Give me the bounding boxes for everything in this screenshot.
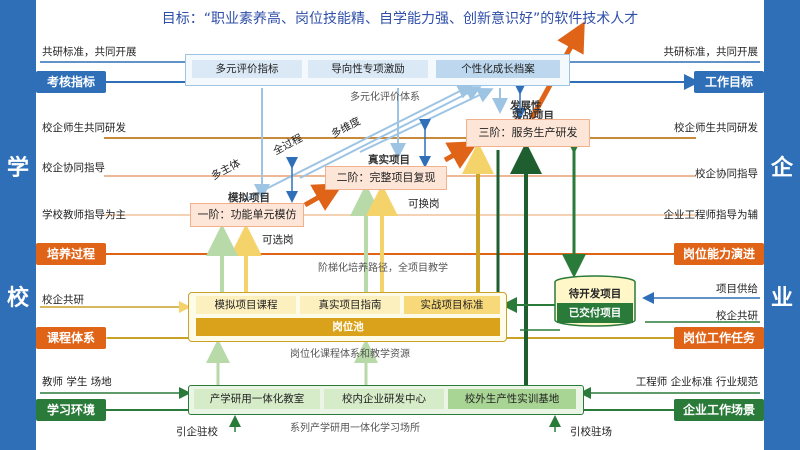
right-co-guide: 校企协同指导: [695, 168, 758, 180]
left-co-develop: 校企师生共同研发: [42, 122, 126, 134]
tag-training: 培养过程: [36, 243, 106, 265]
eval-caption: 多元化评价体系: [350, 92, 420, 103]
tag-work-goal: 工作目标: [694, 71, 764, 93]
stage1-box: 一阶：功能单元模仿: [190, 203, 304, 227]
learning-rd-center: 校内企业研发中心: [324, 389, 444, 409]
learning-classroom: 产学研用一体化教室: [194, 389, 320, 409]
tag-learning-env: 学习环境: [36, 399, 106, 421]
stage1-note: 可选岗: [262, 234, 294, 246]
training-caption: 阶梯化培养路径，全项目教学: [318, 263, 448, 274]
enterprise-char-2: 业: [770, 286, 793, 311]
eval-item-indicators: 多元评价指标: [192, 60, 302, 78]
goal-title: 目标：“职业素养高、岗位技能精、自学能力强、创新意识好”的软件技术人才: [161, 11, 639, 27]
eval-item-incentives: 导向性专项激励: [308, 60, 428, 78]
project-pending: 待开发项目: [568, 288, 622, 300]
right-bring-out: 引校驻场: [570, 426, 612, 438]
stage3-box: 三阶：服务生产研发: [466, 119, 590, 147]
right-project-supply: 项目供给: [716, 283, 758, 295]
position-pool: 岗位池: [196, 318, 500, 336]
stage1-tag: 模拟项目: [228, 192, 270, 204]
school-char-2: 校: [6, 286, 29, 311]
learning-base: 校外生产性实训基地: [448, 389, 576, 409]
enterprise-char-1: 企: [770, 156, 793, 181]
project-delivered: 已交付项目: [568, 307, 622, 319]
tag-position-evolution: 岗位能力演进: [674, 243, 764, 265]
stage2-tag: 真实项目: [368, 154, 410, 166]
curriculum-combat: 实战项目标准: [404, 296, 500, 314]
tag-curriculum: 课程体系: [36, 327, 106, 349]
eval-item-growth-file: 个性化成长档案: [436, 60, 560, 78]
left-bring-in: 引企驻校: [176, 426, 218, 438]
tag-enterprise-scene: 企业工作场景: [674, 399, 764, 421]
enterprise-sidebar: 企 业: [764, 0, 800, 450]
stage3-note: 发展性: [510, 100, 542, 112]
left-co-guide: 校企协同指导: [42, 162, 105, 174]
curriculum-sim: 模拟项目课程: [196, 296, 296, 314]
tag-position-tasks: 岗位工作任务: [674, 327, 764, 349]
stage2-note: 可换岗: [408, 198, 440, 210]
school-char-1: 学: [6, 156, 29, 181]
left-school-teacher: 学校教师指导为主: [42, 209, 126, 221]
curriculum-real: 真实项目指南: [300, 296, 400, 314]
left-people: 教师 学生 场地: [42, 376, 112, 388]
school-sidebar: 学 校: [0, 0, 36, 450]
right-co-standard: 共研标准，共同开展: [663, 46, 759, 58]
left-co-research: 校企共研: [42, 294, 84, 306]
curriculum-caption: 岗位化课程体系和教学资源: [290, 349, 410, 360]
right-norms: 工程师 企业标准 行业规范: [635, 376, 758, 388]
stage2-box: 二阶：完整项目复现: [325, 166, 447, 190]
right-enterprise-engineer: 企业工程师指导为辅: [663, 209, 759, 221]
learning-caption: 系列产学研用一体化学习场所: [290, 423, 420, 434]
right-co-develop: 校企师生共同研发: [674, 122, 758, 134]
right-co-research: 校企共研: [716, 310, 758, 322]
tag-assessment: 考核指标: [36, 71, 106, 93]
left-co-standard: 共研标准，共同开展: [42, 46, 137, 58]
